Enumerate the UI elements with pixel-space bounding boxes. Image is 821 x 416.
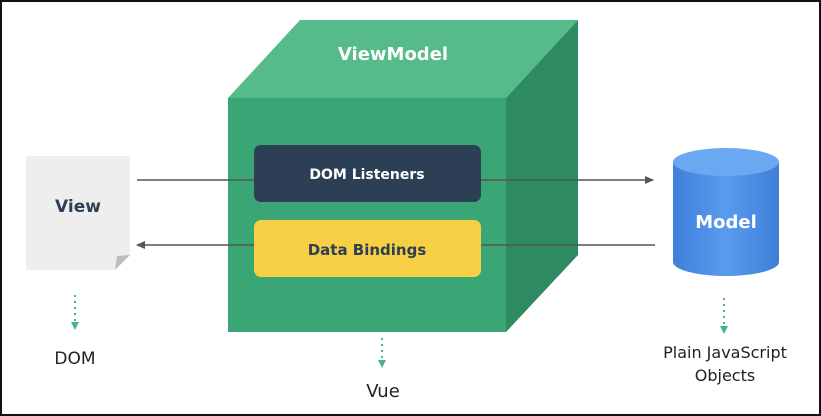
view-document: View	[26, 156, 130, 270]
model-caption-line1: Plain JavaScript	[663, 343, 787, 362]
cube-side-face	[506, 20, 578, 332]
data-bindings-box: Data Bindings	[254, 220, 481, 277]
cube-front-face	[228, 98, 506, 332]
dom-listeners-label: DOM Listeners	[309, 167, 424, 183]
cube-top-face	[228, 20, 578, 98]
model-cylinder: Model	[673, 148, 779, 276]
model-label: Model	[695, 212, 757, 233]
data-bindings-label: Data Bindings	[308, 241, 427, 259]
dom-caption: DOM	[54, 349, 95, 369]
dom-listeners-box: DOM Listeners	[254, 145, 481, 202]
vue-caption: Vue	[366, 381, 400, 402]
viewmodel-cube: ViewModel	[228, 20, 578, 332]
model-caption-line2: Objects	[695, 366, 755, 385]
view-label: View	[55, 197, 101, 217]
viewmodel-label: ViewModel	[338, 44, 448, 65]
